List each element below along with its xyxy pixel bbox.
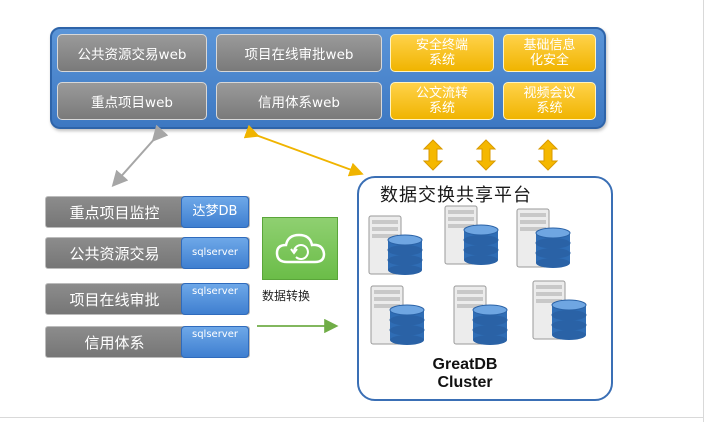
platform-title: 数据交换共享平台 xyxy=(380,185,532,206)
database-badge: sqlserver xyxy=(181,237,249,269)
database-server-icon xyxy=(368,215,423,275)
source-system-label: 信用体系 xyxy=(84,333,145,352)
app-project-approval-web[interactable]: 项目在线审批web xyxy=(216,34,382,72)
app-key-project-web[interactable]: 重点项目web xyxy=(57,82,207,120)
source-system-label: 公共资源交易 xyxy=(69,244,160,263)
app-security-terminal-system[interactable]: 安全终端 系统 xyxy=(390,34,494,72)
database-server-icon xyxy=(370,285,425,345)
data-conversion-box[interactable] xyxy=(262,217,338,280)
database-badge: sqlserver xyxy=(181,283,249,315)
source-system-row[interactable]: 信用体系 sqlserver xyxy=(45,326,250,358)
database-server-icon xyxy=(532,280,587,340)
app-credit-system-web[interactable]: 信用体系web xyxy=(216,82,382,120)
cloud-sync-icon xyxy=(275,233,326,264)
double-arrow-icon xyxy=(475,139,497,171)
cluster-label: GreatDB Cluster xyxy=(432,356,498,391)
database-badge: 达梦DB xyxy=(181,196,249,228)
data-conversion-label: 数据转换 xyxy=(262,289,311,303)
app-document-flow-system[interactable]: 公文流转 系统 xyxy=(390,82,494,120)
server-cluster xyxy=(368,205,587,345)
database-server-icon xyxy=(516,208,571,268)
yellow-double-arrow xyxy=(243,124,364,177)
source-system-label: 重点项目监控 xyxy=(69,203,160,222)
source-system-row[interactable]: 项目在线审批 sqlserver xyxy=(45,283,250,315)
app-video-conference-system[interactable]: 视频会议 系统 xyxy=(503,82,596,120)
app-infosec-foundation[interactable]: 基础信息 化安全 xyxy=(503,34,596,72)
app-public-resource-web[interactable]: 公共资源交易web xyxy=(57,34,207,72)
gray-double-arrow xyxy=(111,124,169,187)
double-arrow-icon xyxy=(422,139,444,171)
source-system-label: 项目在线审批 xyxy=(69,290,160,309)
double-arrow-icon xyxy=(537,139,559,171)
database-server-icon xyxy=(444,205,499,265)
database-server-icon xyxy=(453,285,508,345)
frame-border-bottom xyxy=(0,417,704,418)
source-system-row[interactable]: 重点项目监控 达梦DB xyxy=(45,196,250,228)
database-badge: sqlserver xyxy=(181,326,249,358)
source-system-row[interactable]: 公共资源交易 sqlserver xyxy=(45,237,250,269)
